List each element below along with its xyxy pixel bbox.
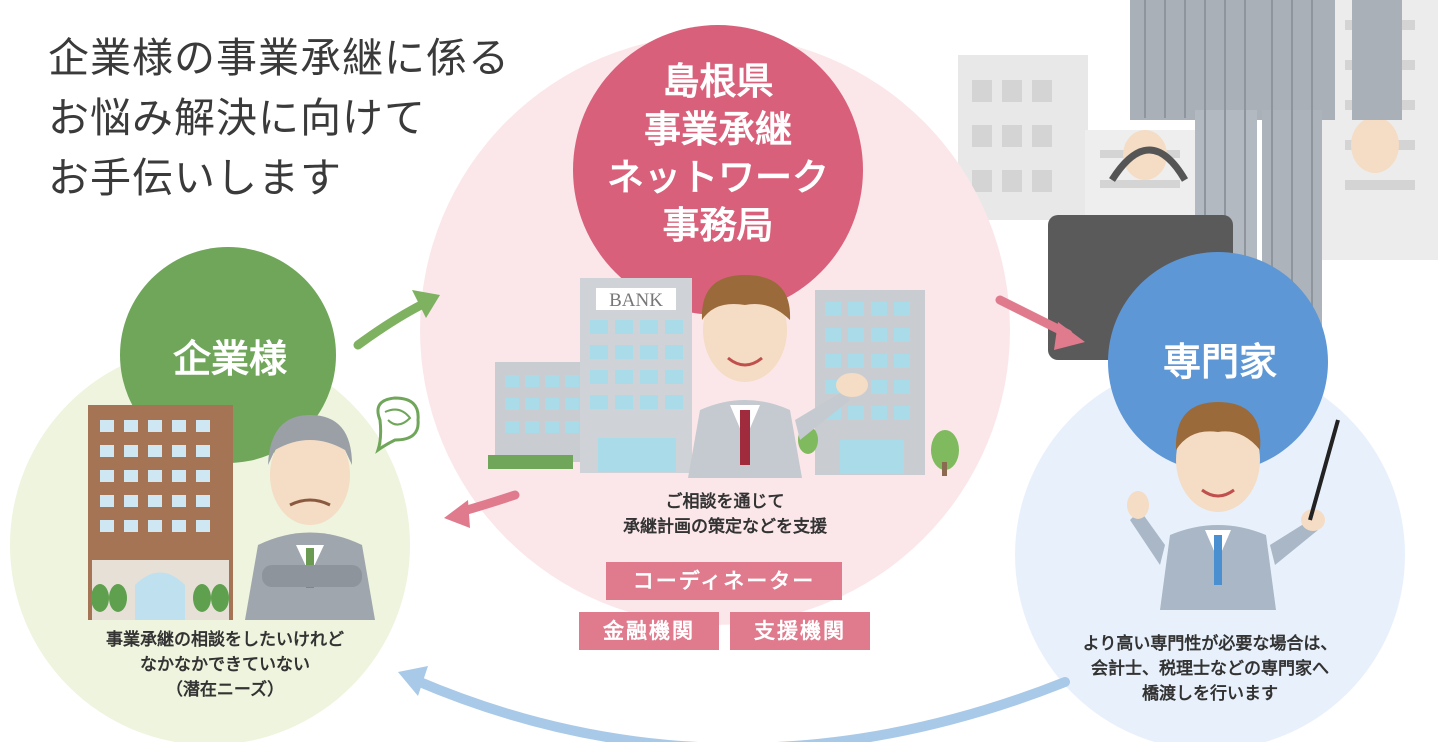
company-label: 企業様 [172, 337, 287, 381]
expert-caption-line-1: より高い専門性が必要な場合は、 [1082, 634, 1338, 654]
tag-support-institution: 支援機関 [730, 612, 870, 650]
arrow-expert-to-company [398, 666, 1070, 742]
expert-circle [1108, 252, 1328, 472]
bank-buildings-illustration [488, 278, 959, 476]
background-buildings [958, 0, 1438, 260]
expert-caption: より高い専門性が必要な場合は、 会計士、税理士などの専門家へ 橋渡しを行います [1045, 632, 1375, 707]
network-title-line-4: 事務局 [662, 204, 774, 247]
headline: 企業様の事業承継に係る お悩み解決に向けて お手伝いします [48, 28, 510, 208]
network-title: 島根県 事業承継 ネットワーク 事務局 [600, 58, 836, 250]
tag-coordinator: コーディネーター [606, 562, 842, 600]
advisor-illustration [688, 275, 868, 478]
company-caption: 事業承継の相談をしたいけれど なかなかできていない （潜在ニーズ） [70, 628, 380, 703]
arrow-company-to-network [353, 290, 440, 350]
company-building-illustration [88, 405, 233, 620]
tag-financial-institution: 金融機関 [579, 612, 719, 650]
arrow-network-to-expert [995, 295, 1085, 350]
expert-caption-line-2: 会計士、税理士などの専門家へ [1091, 659, 1329, 679]
headline-line-1: 企業様の事業承継に係る [48, 34, 510, 82]
network-caption: ご相談を通じて 承継計画の策定などを支援 [590, 490, 860, 540]
worried-man-illustration [245, 396, 420, 620]
network-caption-line-2: 承継計画の策定などを支援 [623, 517, 827, 537]
company-caption-line-1: 事業承継の相談をしたいけれど [106, 630, 344, 650]
network-circle [573, 25, 863, 315]
network-title-line-1: 島根県 [662, 60, 774, 103]
expert-label: 専門家 [1162, 340, 1277, 384]
arrow-network-to-company [444, 490, 520, 528]
expert-caption-line-3: 橋渡しを行います [1142, 684, 1278, 704]
bank-sign: BANK [609, 290, 663, 311]
headline-line-2: お悩み解決に向けて [48, 94, 426, 142]
network-caption-line-1: ご相談を通じて [665, 492, 785, 512]
network-title-line-2: 事業承継 [644, 108, 792, 151]
company-caption-line-2: なかなかできていない [140, 655, 310, 675]
headline-line-3: お手伝いします [48, 154, 342, 202]
network-title-line-3: ネットワーク [607, 156, 829, 199]
company-caption-line-3: （潜在ニーズ） [165, 680, 285, 700]
expert-illustration [1127, 402, 1340, 610]
